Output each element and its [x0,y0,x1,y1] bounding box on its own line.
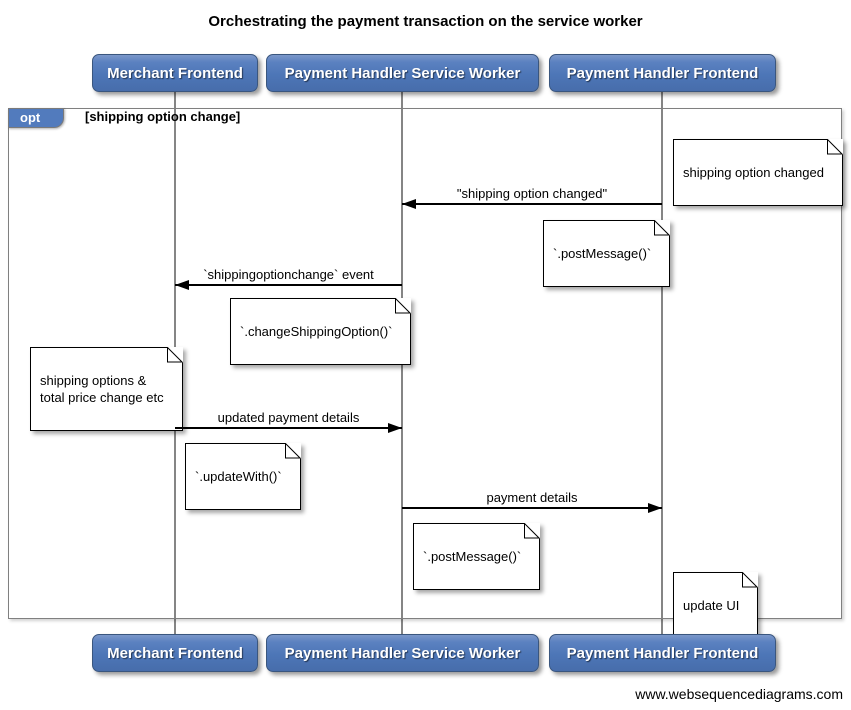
opt-frame [8,108,842,619]
arrowhead-left-icon [402,199,416,209]
note-text: shipping option changed [683,165,824,180]
actor-box-payment-handler-service-worker-top: Payment Handler Service Worker [266,54,539,92]
opt-operator-tab: opt [8,108,64,128]
diagram-title: Orchestrating the payment transaction on… [208,13,643,30]
note-changeshippingoption: `.changeShippingOption()` [230,298,412,365]
note-fold-icon [166,347,183,363]
note-fold-icon [742,572,759,588]
note-text: update UI [683,598,740,613]
note-text: `.changeShippingOption()` [240,324,393,339]
footer-watermark: www.websequencediagrams.com [635,686,843,702]
actor-box-merchant-frontend-top: Merchant Frontend [92,54,258,92]
note-fold-icon [826,139,843,155]
note-text: `.postMessage()` [553,246,652,261]
note-updatewith: `.updateWith()` [185,443,301,510]
note-fold-icon [654,220,671,236]
message-line-4 [402,507,662,509]
note-shipping-options-total-price: shipping options & total price change et… [30,347,183,431]
arrowhead-right-icon [648,503,662,513]
note-shipping-option-changed: shipping option changed [673,139,843,206]
note-update-ui: update UI [673,572,759,639]
note-text: `.updateWith()` [195,469,282,484]
message-label-payment-details: payment details [486,490,578,505]
actor-box-payment-handler-service-worker-bottom: Payment Handler Service Worker [266,634,539,672]
actor-box-payment-handler-frontend-top: Payment Handler Frontend [549,54,776,92]
message-line-3 [175,427,402,429]
note-text: `.postMessage()` [423,549,522,564]
message-line-1 [402,203,662,205]
message-label-shippingoptionchange-event: `shippingoptionchange` event [203,267,374,282]
note-postmessage-lower: `.postMessage()` [413,523,541,590]
message-label-updated-payment-details: updated payment details [217,410,360,425]
note-fold-icon [395,298,412,314]
note-fold-icon [524,523,541,539]
actor-box-merchant-frontend-bottom: Merchant Frontend [92,634,258,672]
opt-condition-label: [shipping option change] [85,109,241,124]
arrowhead-right-icon [388,423,402,433]
message-label-shipping-option-changed: "shipping option changed" [456,186,608,201]
message-line-2 [175,284,402,286]
note-fold-icon [284,443,301,459]
actor-box-payment-handler-frontend-bottom: Payment Handler Frontend [549,634,776,672]
note-text: shipping options & total price change et… [40,373,164,405]
note-postmessage-upper: `.postMessage()` [543,220,671,287]
lifeline-payment-handler-frontend [661,92,663,634]
arrowhead-left-icon [175,280,189,290]
